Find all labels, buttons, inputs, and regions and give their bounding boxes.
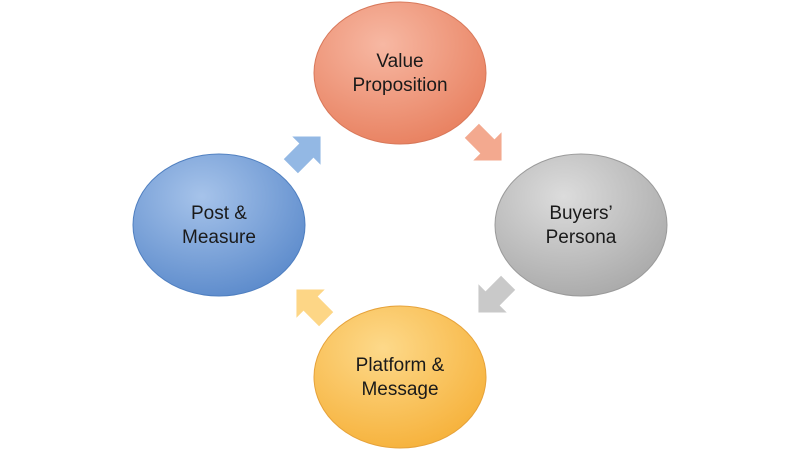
arrow-buyers-to-platform <box>478 275 516 313</box>
node-platform-message-circle <box>313 305 487 449</box>
node-post-measure-label-line2: Measure <box>182 227 256 248</box>
node-platform-message-label-line2: Message <box>361 379 438 400</box>
node-post-measure-label-line1: Post & <box>191 203 247 224</box>
node-buyers-persona: Buyers’ Persona <box>494 153 668 297</box>
arrow-post-to-value-shape <box>283 136 321 174</box>
arrow-post-to-value <box>283 136 321 174</box>
node-value-proposition: Value Proposition <box>313 1 487 145</box>
node-value-proposition-label-line2: Proposition <box>352 75 447 96</box>
node-platform-message-label-line1: Platform & <box>356 355 445 376</box>
arrow-value-to-buyers <box>464 123 502 161</box>
node-buyers-persona-circle <box>494 153 668 297</box>
node-buyers-persona-label-line2: Persona <box>546 227 617 248</box>
node-platform-message: Platform & Message <box>313 305 487 449</box>
node-value-proposition-circle <box>313 1 487 145</box>
arrow-platform-to-post-shape <box>296 289 334 327</box>
arrow-buyers-to-platform-shape <box>478 275 516 313</box>
node-post-measure: Post & Measure <box>132 153 306 297</box>
node-post-measure-circle <box>132 153 306 297</box>
node-value-proposition-label-line1: Value <box>376 51 423 72</box>
node-buyers-persona-label-line1: Buyers’ <box>549 203 612 224</box>
arrow-value-to-buyers-shape <box>464 123 502 161</box>
arrow-platform-to-post <box>296 289 334 327</box>
